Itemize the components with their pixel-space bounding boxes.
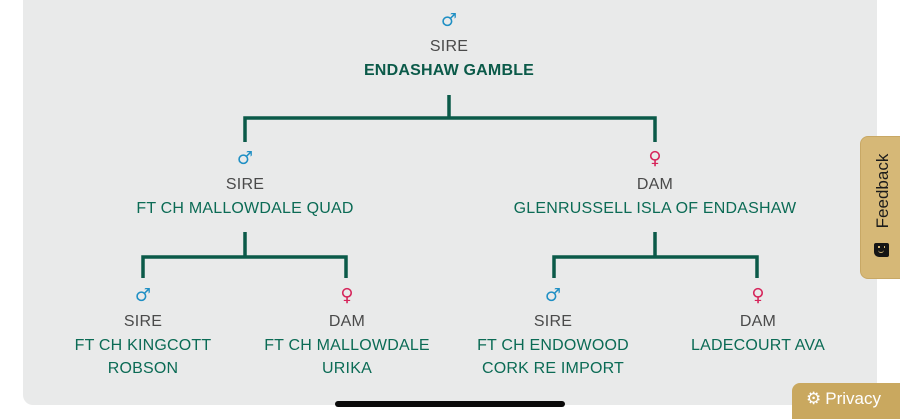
- connector-dam-line: [552, 232, 759, 278]
- pedigree-panel: [23, 0, 877, 405]
- node-role: DAM: [739, 313, 777, 330]
- smiley-chat-icon: [874, 243, 889, 257]
- node-name[interactable]: GLENRUSSELL ISLA OF ENDASHAW: [513, 200, 797, 217]
- pedigree-node-root: ♂ SIRE ENDASHAW GAMBLE: [329, 11, 569, 82]
- gear-icon: ⚙: [806, 389, 822, 409]
- pedigree-node-dam-sire: ♂ SIRE FT CH ENDOWOOD CORK RE IMPORT: [453, 286, 653, 380]
- node-name[interactable]: LADECOURT AVA: [658, 334, 858, 357]
- node-name-line: LADECOURT AVA: [691, 337, 825, 354]
- node-role: SIRE: [123, 313, 163, 330]
- feedback-label: Feedback: [873, 153, 892, 229]
- feedback-button[interactable]: Feedback: [860, 136, 900, 279]
- female-icon: ♀: [648, 148, 662, 169]
- female-icon: ♀: [751, 285, 765, 306]
- node-name[interactable]: ENDASHAW GAMBLE: [363, 62, 535, 79]
- male-icon: ♂: [236, 148, 254, 169]
- node-name[interactable]: FT CH KINGCOTT ROBSON: [43, 334, 243, 380]
- node-role: DAM: [636, 176, 674, 193]
- node-name[interactable]: FT CH MALLOWDALE QUAD: [136, 200, 354, 217]
- privacy-label: Privacy: [825, 389, 881, 408]
- node-role: SIRE: [225, 176, 265, 193]
- pedigree-node-sire: ♂ SIRE FT CH MALLOWDALE QUAD: [95, 149, 395, 220]
- home-indicator: [335, 401, 565, 407]
- node-name-line: CORK RE IMPORT: [481, 360, 625, 377]
- pedigree-node-sire-dam: ♀ DAM FT CH MALLOWDALE URIKA: [247, 286, 447, 380]
- connector-sire-line: [141, 232, 348, 278]
- pedigree-node-dam: ♀ DAM GLENRUSSELL ISLA OF ENDASHAW: [495, 149, 815, 220]
- female-icon: ♀: [340, 285, 354, 306]
- node-name-line: FT CH KINGCOTT: [74, 337, 212, 354]
- node-name-line: URIKA: [322, 360, 372, 377]
- node-name[interactable]: FT CH ENDOWOOD CORK RE IMPORT: [453, 334, 653, 380]
- male-icon: ♂: [544, 285, 562, 306]
- male-icon: ♂: [134, 285, 152, 306]
- pedigree-node-sire-sire: ♂ SIRE FT CH KINGCOTT ROBSON: [43, 286, 243, 380]
- pedigree-node-dam-dam: ♀ DAM LADECOURT AVA: [658, 286, 858, 357]
- privacy-button[interactable]: ⚙Privacy: [792, 383, 900, 419]
- node-name[interactable]: FT CH MALLOWDALE URIKA: [247, 334, 447, 380]
- node-name-line: FT CH MALLOWDALE: [264, 337, 430, 354]
- node-role: DAM: [328, 313, 366, 330]
- node-name-line: FT CH ENDOWOOD: [477, 337, 629, 354]
- male-icon: ♂: [440, 10, 458, 31]
- node-role: SIRE: [429, 38, 469, 55]
- node-name-line: ROBSON: [107, 360, 179, 377]
- node-role: SIRE: [533, 313, 573, 330]
- connector-root: [243, 95, 657, 142]
